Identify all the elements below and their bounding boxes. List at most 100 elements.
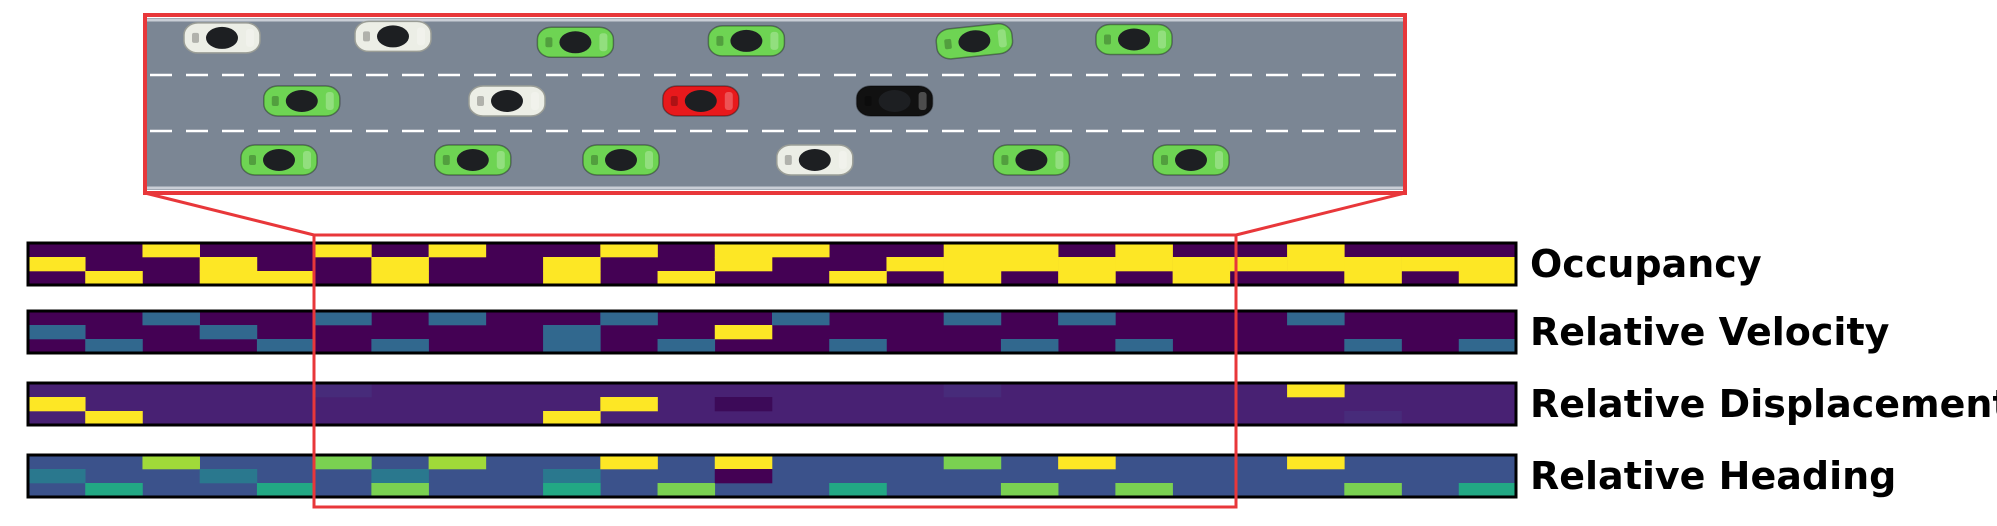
grid-cell xyxy=(1287,243,1345,258)
car-green-2 xyxy=(707,25,786,57)
grid-cell xyxy=(1287,311,1345,326)
car-green-10 xyxy=(1152,144,1230,176)
car-green-4 xyxy=(1095,23,1173,56)
grid-cell xyxy=(256,339,315,354)
grid-cell xyxy=(943,271,1002,286)
car-green-1 xyxy=(536,26,615,59)
car-hood-shine xyxy=(770,31,779,50)
car-rear-detail xyxy=(545,37,553,48)
car-rear-detail xyxy=(591,155,598,165)
car-rear-detail xyxy=(1104,34,1111,45)
grid-cell xyxy=(142,455,200,470)
grid-relative-heading xyxy=(26,453,1518,499)
car-rear-detail xyxy=(442,155,450,165)
grid-border xyxy=(26,241,1518,287)
highlight-overlay xyxy=(143,13,1407,509)
grid-cell xyxy=(85,339,143,354)
grid-cell xyxy=(714,469,773,484)
grid-cell xyxy=(829,271,887,286)
grid-cell xyxy=(1287,455,1345,470)
grid-cell xyxy=(1058,257,1116,272)
grid-cell xyxy=(1115,243,1173,258)
grid-cell xyxy=(1058,455,1116,470)
car-rear-detail xyxy=(864,96,872,106)
grid-cell xyxy=(543,271,601,286)
grid-cell xyxy=(943,243,1002,258)
car-cabin xyxy=(798,149,831,171)
grid-cell xyxy=(85,411,143,426)
car-rear-detail xyxy=(716,35,724,46)
car-hood-shine xyxy=(1055,151,1064,169)
car-cabin xyxy=(878,90,911,112)
car-cabin xyxy=(285,90,318,112)
car-cabin xyxy=(605,149,637,171)
grid-relative-displacement xyxy=(26,381,1518,427)
car-green-3 xyxy=(935,23,1014,60)
grid-cell xyxy=(1000,257,1059,272)
grid-cell xyxy=(1344,271,1402,286)
grid-cell xyxy=(1000,483,1059,498)
grid-cell xyxy=(1458,483,1517,498)
grid-cell xyxy=(85,271,143,286)
car-rear-detail xyxy=(363,31,370,42)
grid-cell xyxy=(600,397,658,412)
grid-occupancy xyxy=(26,241,1518,287)
car-hood-shine xyxy=(417,27,425,46)
grid-cell xyxy=(1287,257,1345,272)
grid-cell xyxy=(1115,339,1173,354)
grid-cell xyxy=(1458,257,1517,272)
grid-cell xyxy=(829,339,887,354)
grid-cell xyxy=(714,257,773,272)
zoom-connector-right xyxy=(1235,191,1406,237)
car-white-4 xyxy=(776,144,854,176)
car-green-8 xyxy=(582,144,660,176)
grid-cell xyxy=(28,397,86,412)
grid-cell xyxy=(772,243,830,258)
grid-border xyxy=(26,309,1518,355)
grid-cell xyxy=(199,257,258,272)
car-hood-shine xyxy=(599,33,608,52)
grid-cell xyxy=(28,257,86,272)
car-cabin xyxy=(1118,28,1150,51)
car-white-2 xyxy=(354,20,432,53)
grid-cell xyxy=(543,469,601,484)
grid-border xyxy=(26,381,1518,427)
car-rear-detail xyxy=(1161,155,1168,165)
grid-cell xyxy=(1458,271,1517,286)
grid-cell xyxy=(1172,271,1231,286)
grid-cell xyxy=(543,325,601,340)
grid-cell xyxy=(1287,383,1345,398)
grid-cell xyxy=(714,397,773,412)
car-green-7 xyxy=(434,144,512,176)
grid-cell xyxy=(1229,257,1288,272)
grid-cell xyxy=(142,311,200,326)
car-hood-shine xyxy=(918,92,927,110)
grid-cell xyxy=(199,325,258,340)
car-green-5 xyxy=(263,85,341,117)
grid-cell xyxy=(714,455,773,470)
car-hood-shine xyxy=(325,92,334,110)
grid-cell xyxy=(543,411,601,426)
grid-cell xyxy=(943,455,1002,470)
grid-cell xyxy=(371,257,429,272)
grid-cell xyxy=(657,271,716,286)
car-hood-shine xyxy=(645,151,653,169)
car-hood-shine xyxy=(531,92,539,110)
grid-relative-velocity xyxy=(26,309,1518,355)
highway-scene xyxy=(145,18,1405,190)
car-cabin xyxy=(456,149,489,171)
grid-label: Relative Heading xyxy=(1530,454,1896,498)
car-cabin xyxy=(377,25,409,48)
grid-cell xyxy=(543,483,601,498)
grid-cell xyxy=(371,483,429,498)
car-cabin xyxy=(684,90,717,112)
grid-cell xyxy=(772,311,830,326)
grid-cell xyxy=(28,469,86,484)
grid-cell xyxy=(28,325,86,340)
grid-cell xyxy=(1115,483,1173,498)
grid-cell xyxy=(1344,339,1402,354)
car-white-3 xyxy=(468,85,546,117)
grid-cell xyxy=(600,243,658,258)
